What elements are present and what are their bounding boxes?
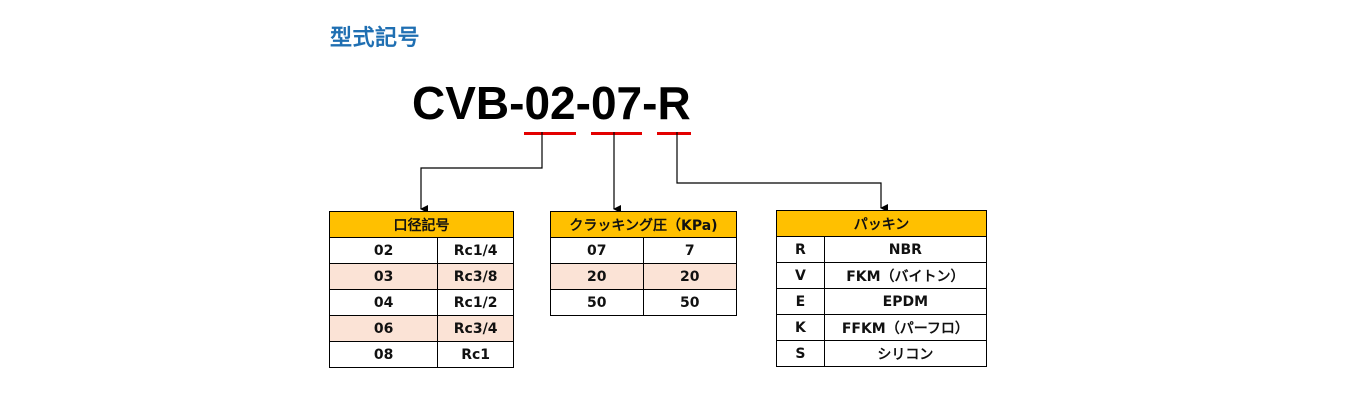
port-thread-cell: Rc1/2 (437, 289, 514, 316)
model-seal-code: R (657, 77, 691, 129)
port-code-cell: 08 (328, 341, 439, 368)
pressure-code-cell: 20 (550, 263, 644, 290)
port-code-cell: 02 (328, 237, 439, 264)
packing-code-cell: R (776, 236, 825, 263)
packing-table-header: パッキン (776, 210, 987, 237)
model-separator: - (642, 77, 658, 129)
pressure-value-cell: 50 (642, 289, 737, 316)
model-code: CVB-02-07-R (412, 76, 691, 136)
pressure-value-cell: 7 (642, 237, 737, 264)
model-size-code: 02 (524, 77, 576, 129)
packing-code-cell: S (776, 340, 825, 367)
packing-material-cell: NBR (823, 236, 988, 263)
model-separator: - (509, 77, 525, 129)
packing-material-cell: FKM（バイトン） (823, 262, 988, 289)
port-code-cell: 03 (328, 263, 439, 290)
port-thread-cell: Rc3/8 (437, 263, 514, 290)
packing-material-cell: EPDM (823, 288, 988, 315)
packing-code-cell: E (776, 288, 825, 315)
packing-material-cell: シリコン (823, 340, 988, 367)
cracking-pressure-table-header: クラッキング圧（KPa) (550, 211, 737, 238)
port-size-table-header: 口径記号 (329, 211, 514, 238)
port-thread-cell: Rc1 (437, 341, 514, 368)
model-pressure-code: 07 (590, 77, 643, 129)
pressure-code-cell: 07 (550, 237, 644, 264)
page-title: 型式記号 (330, 26, 421, 51)
port-thread-cell: Rc3/4 (437, 315, 514, 342)
seal-code-connector (676, 132, 888, 212)
model-separator: - (575, 77, 591, 129)
packing-code-cell: K (776, 314, 825, 341)
size-code-connector (420, 132, 543, 213)
port-code-cell: 04 (328, 289, 439, 316)
packing-material-cell: FFKM（パーフロ） (823, 314, 988, 341)
pressure-code-cell: 50 (550, 289, 644, 316)
pressure-value-cell: 20 (642, 263, 737, 290)
port-code-cell: 06 (328, 315, 439, 342)
model-prefix: CVB (412, 77, 510, 129)
port-thread-cell: Rc1/4 (437, 237, 514, 264)
packing-code-cell: V (776, 262, 825, 289)
